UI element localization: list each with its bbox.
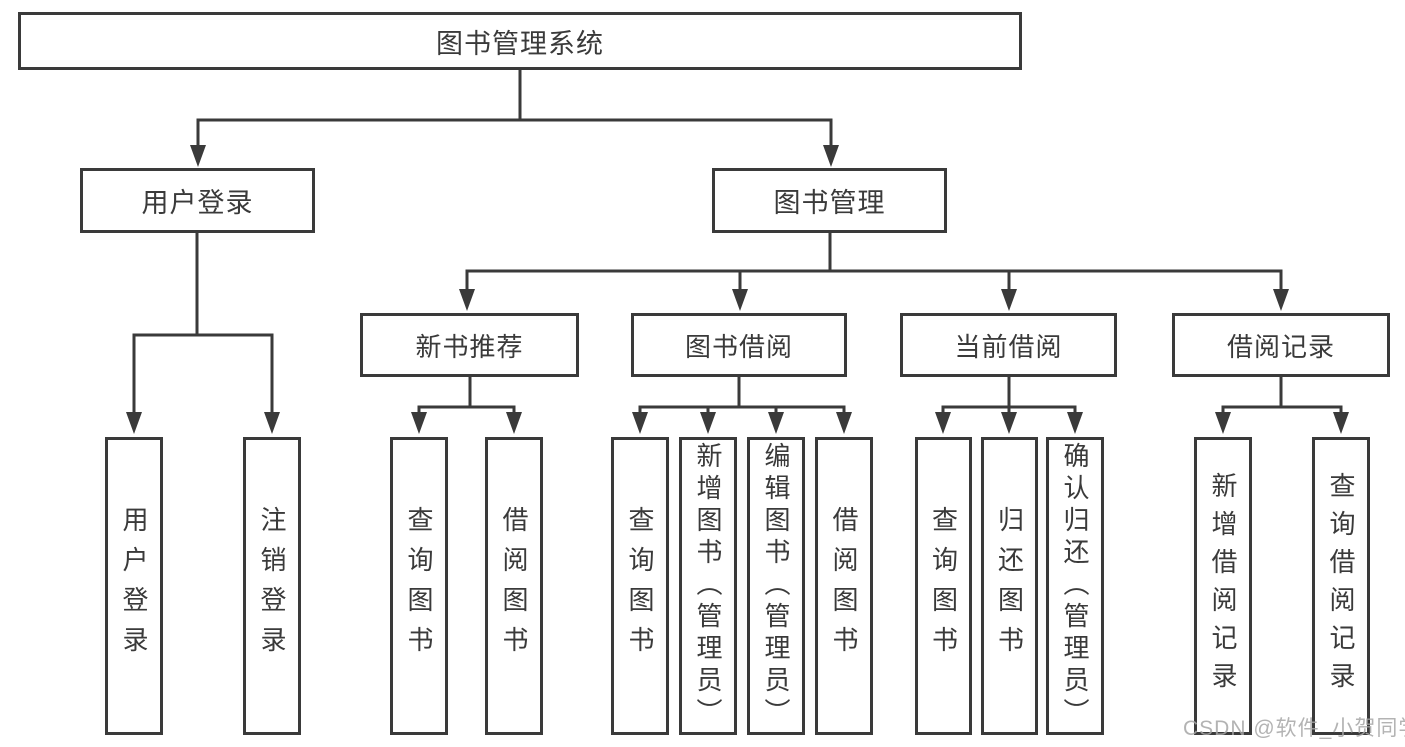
node-current-borrowing-label: 当前借阅 [954,331,1063,362]
node-logout-label: 注销登录 [257,506,287,666]
node-book-borrowing-label: 图书借阅 [684,331,793,362]
node-user-login-label: 用户登录 [141,188,254,218]
node-bb-borrow-books-label: 借阅图书 [829,506,859,666]
node-bb-edit-books-admin-label: 编辑图书（管理员） [761,442,791,730]
node-book-borrowing: 图书借阅 [631,313,847,377]
node-br-add-record: 新增借阅记录 [1194,437,1252,735]
node-current-borrowing: 当前借阅 [900,313,1117,377]
node-bb-add-books-admin-label: 新增图书（管理员） [693,442,723,730]
node-br-query-record-label: 查询借阅记录 [1326,472,1356,700]
node-cb-query-books: 查询图书 [915,437,972,735]
node-borrow-records: 借阅记录 [1172,313,1390,377]
node-user-login: 用户登录 [80,168,315,233]
node-cb-confirm-return-admin-label: 确认归还（管理员） [1060,442,1090,730]
node-book-management-label: 图书管理 [773,188,886,218]
node-nb-query-books-label: 查询图书 [404,506,434,666]
node-borrow-records-label: 借阅记录 [1226,331,1335,362]
node-new-book-recommend-label: 新书推荐 [415,331,524,362]
node-bb-query-books: 查询图书 [611,437,669,735]
node-br-query-record: 查询借阅记录 [1312,437,1370,735]
node-login-label: 用户登录 [119,506,149,666]
node-new-book-recommend: 新书推荐 [360,313,579,377]
node-logout: 注销登录 [243,437,301,735]
node-nb-borrow-books: 借阅图书 [485,437,543,735]
node-cb-query-books-label: 查询图书 [928,506,959,666]
node-login: 用户登录 [105,437,163,735]
arrowheads [126,145,1349,434]
node-library-system: 图书管理系统 [18,12,1022,70]
node-br-add-record-label: 新增借阅记录 [1208,472,1238,700]
node-bb-query-books-label: 查询图书 [625,506,655,666]
node-bb-borrow-books: 借阅图书 [815,437,873,735]
node-library-system-label: 图书管理系统 [436,28,604,59]
node-nb-borrow-books-label: 借阅图书 [499,506,529,666]
node-cb-return-books-label: 归还图书 [994,506,1025,666]
csdn-watermark: CSDN @软件_小贺同学 [1183,717,1405,740]
node-bb-edit-books-admin: 编辑图书（管理员） [747,437,805,735]
node-cb-return-books: 归还图书 [981,437,1038,735]
node-book-management: 图书管理 [712,168,947,233]
node-bb-add-books-admin: 新增图书（管理员） [679,437,737,735]
node-cb-confirm-return-admin: 确认归还（管理员） [1046,437,1104,735]
node-nb-query-books: 查询图书 [390,437,448,735]
